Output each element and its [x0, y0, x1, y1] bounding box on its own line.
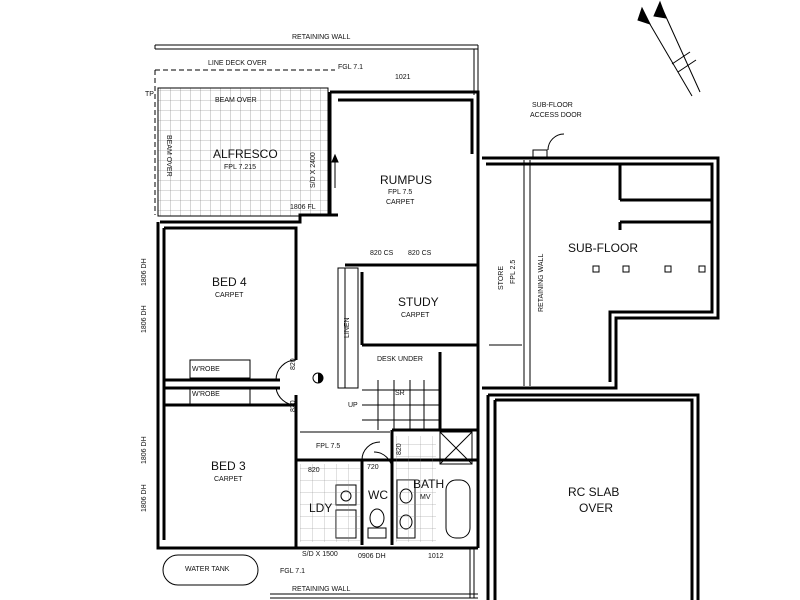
- beam-over-top-label: BEAM OVER: [215, 97, 257, 104]
- store-fpl-label: FPL 2.5: [510, 259, 517, 284]
- wc-label: WC: [368, 488, 388, 502]
- door-820-a-label: 820: [290, 358, 297, 370]
- retaining-wall-bottom-label: RETAINING WALL: [292, 586, 351, 593]
- bath-mv-label: MV: [420, 494, 431, 501]
- alfresco-fpl-label: FPL 7.215: [224, 164, 257, 171]
- sub-floor-label: SUB-FLOOR: [568, 241, 639, 255]
- rumpus-finish-label: CARPET: [386, 199, 415, 206]
- wrobe-lower-label: W'ROBE: [192, 391, 220, 398]
- rumpus-label: RUMPUS: [380, 173, 433, 187]
- wrobe-upper-label: W'ROBE: [192, 366, 220, 373]
- bath-label: BATH: [413, 477, 445, 491]
- door-820-bath-label: 820: [396, 443, 403, 455]
- retaining-wall-vertical-label: RETAINING WALL: [538, 253, 545, 312]
- rumpus-fpl-label: FPL 7.5: [388, 189, 413, 196]
- line-deck-over-label: LINE DECK OVER: [208, 60, 267, 67]
- retaining-wall-top: [154, 44, 479, 95]
- retaining-wall-top-label: RETAINING WALL: [292, 34, 351, 41]
- subfloor-walls: [482, 156, 720, 390]
- fpl-75-label: FPL 7.5: [316, 443, 341, 450]
- north-arrow-icon: [637, 0, 701, 97]
- door-820-c-label: 820: [308, 467, 320, 474]
- dh-1806-c-label: 1806 DH: [141, 436, 148, 464]
- store-label: STORE: [498, 266, 505, 290]
- sr-label: SR: [395, 390, 405, 397]
- rc-slab-outline: [486, 393, 700, 600]
- linen-label: LINEN: [344, 317, 351, 338]
- bed4-finish-label: CARPET: [215, 292, 244, 299]
- study-finish-label: CARPET: [401, 312, 430, 319]
- subfloor-detail-lines: [489, 149, 706, 386]
- cs-820-a-label: 820 CS: [370, 250, 394, 257]
- study-label: STUDY: [398, 295, 439, 309]
- dh-1806-a-label: 1806 DH: [141, 258, 148, 286]
- rc-slab-label: RC SLAB: [568, 485, 620, 499]
- sd-1500-label: S/D X 1500: [302, 551, 338, 558]
- bed3-label: BED 3: [211, 459, 246, 473]
- dh-1806-b-label: 1806 DH: [141, 305, 148, 333]
- bath-tiles: [396, 436, 436, 542]
- water-tank: [162, 554, 259, 586]
- alfresco-label: ALFRESCO: [213, 147, 278, 161]
- window-1806-fl-label: 1806 FL: [290, 204, 316, 211]
- w-0906-dh-label: 0906 DH: [358, 553, 386, 560]
- dh-1806-d-label: 1806 DH: [141, 484, 148, 512]
- door-swings: [275, 133, 565, 471]
- cs-820-b-label: 820 CS: [408, 250, 432, 257]
- retaining-wall-bottom: [270, 548, 478, 599]
- tp-label: TP: [145, 91, 154, 98]
- alfresco-tiles: [157, 87, 329, 217]
- door-720-label: 720: [367, 464, 379, 471]
- deck-line: [154, 69, 335, 215]
- bed4-label: BED 4: [212, 275, 247, 289]
- sd-2400-label: S/D X 2400: [310, 152, 317, 188]
- beam-over-side-label: BEAM OVER: [165, 135, 172, 177]
- window-1021-label: 1021: [395, 74, 411, 81]
- bed3-finish-label: CARPET: [214, 476, 243, 483]
- light-icon: [312, 372, 324, 384]
- w-1012-label: 1012: [428, 553, 444, 560]
- up-label: UP: [348, 402, 358, 409]
- house-walls: [156, 90, 480, 550]
- laundry-tiles: [300, 464, 360, 542]
- rc-slab-over-label: OVER: [579, 501, 614, 515]
- water-tank-label: WATER TANK: [185, 566, 230, 573]
- sub-floor-access-label: SUB-FLOOR: [532, 102, 573, 109]
- desk-under-label: DESK UNDER: [377, 356, 423, 363]
- ldy-label: LDY: [309, 501, 333, 515]
- door-820-b-label: 820: [290, 400, 297, 412]
- fgl-bottom-label: FGL 7.1: [280, 568, 306, 575]
- access-door-label: ACCESS DOOR: [530, 112, 582, 119]
- fgl-top-label: FGL 7.1: [338, 64, 364, 71]
